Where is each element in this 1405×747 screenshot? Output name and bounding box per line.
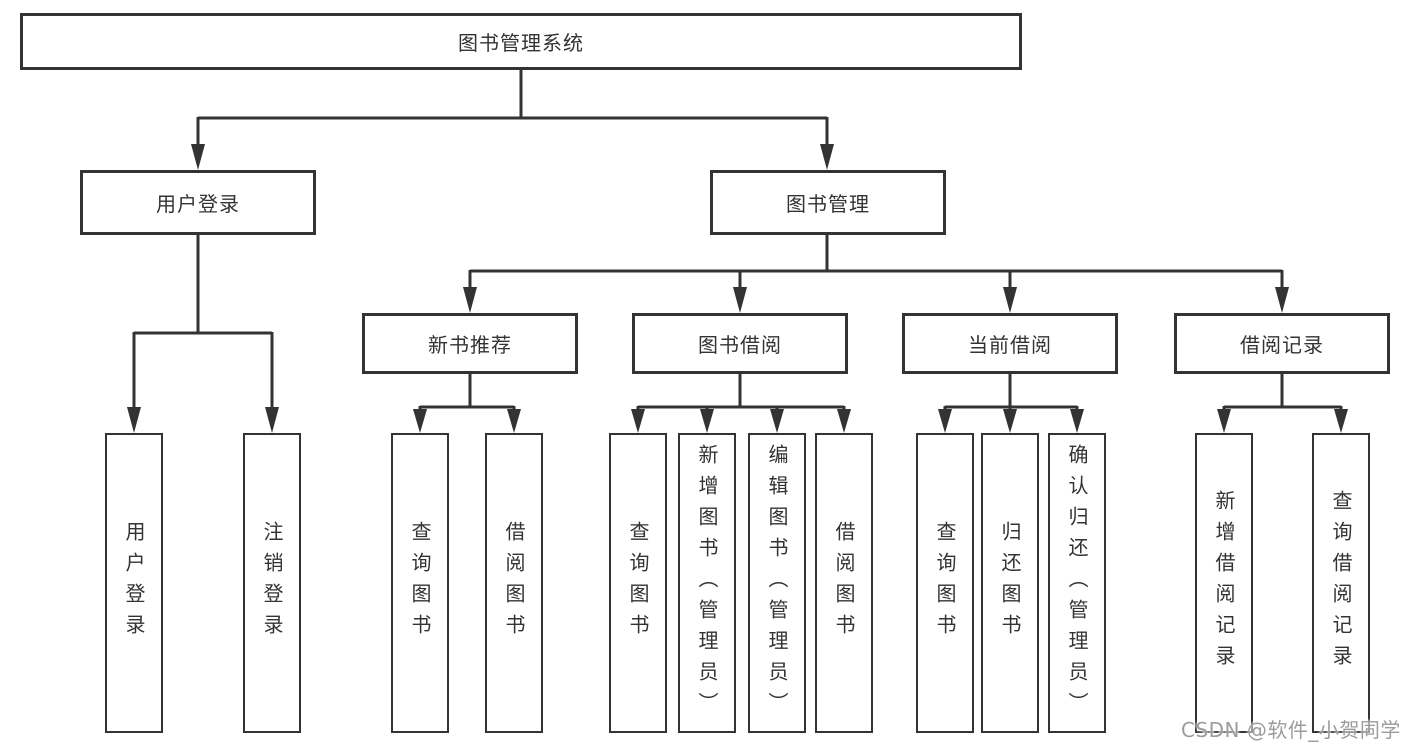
- leaf-logout-login-label: 注销登录: [260, 521, 284, 645]
- node-new-book-recommend: 新书推荐: [362, 313, 578, 374]
- leaf-query-books-recommend-label: 查询图书: [408, 521, 432, 645]
- leaf-confirm-return-admin-label: 确认归还（管理员）: [1065, 443, 1089, 723]
- node-root-library-system: 图书管理系统: [20, 13, 1022, 70]
- leaf-query-books-borrow-label: 查询图书: [626, 521, 650, 645]
- leaf-return-books: 归还图书: [981, 433, 1039, 733]
- leaf-query-books-borrow: 查询图书: [609, 433, 667, 733]
- leaf-borrow-books-recommend: 借阅图书: [485, 433, 543, 733]
- node-user-login: 用户登录: [80, 170, 316, 235]
- leaf-borrow-books-label: 借阅图书: [832, 521, 856, 645]
- leaf-user-login-label: 用户登录: [122, 521, 146, 645]
- leaf-add-books-admin-label: 新增图书（管理员）: [695, 443, 719, 723]
- leaf-add-borrow-record-label: 新增借阅记录: [1212, 490, 1236, 676]
- node-current-borrow: 当前借阅: [902, 313, 1118, 374]
- leaf-query-books-recommend: 查询图书: [391, 433, 449, 733]
- leaf-user-login: 用户登录: [105, 433, 163, 733]
- csdn-watermark: CSDN @软件_小贺同学: [1181, 718, 1401, 742]
- leaf-query-borrow-record-label: 查询借阅记录: [1329, 490, 1353, 676]
- leaf-add-books-admin: 新增图书（管理员）: [678, 433, 736, 733]
- leaf-borrow-books: 借阅图书: [815, 433, 873, 733]
- node-borrow-records: 借阅记录: [1174, 313, 1390, 374]
- leaf-add-borrow-record: 新增借阅记录: [1195, 433, 1253, 733]
- leaf-borrow-books-recommend-label: 借阅图书: [502, 521, 526, 645]
- leaf-logout-login: 注销登录: [243, 433, 301, 733]
- leaf-query-books-current-label: 查询图书: [933, 521, 957, 645]
- leaf-query-borrow-record: 查询借阅记录: [1312, 433, 1370, 733]
- leaf-edit-books-admin: 编辑图书（管理员）: [748, 433, 806, 733]
- node-book-borrow: 图书借阅: [632, 313, 848, 374]
- leaf-confirm-return-admin: 确认归还（管理员）: [1048, 433, 1106, 733]
- leaf-query-books-current: 查询图书: [916, 433, 974, 733]
- leaf-edit-books-admin-label: 编辑图书（管理员）: [765, 443, 789, 723]
- node-book-management: 图书管理: [710, 170, 946, 235]
- leaf-return-books-label: 归还图书: [998, 521, 1022, 645]
